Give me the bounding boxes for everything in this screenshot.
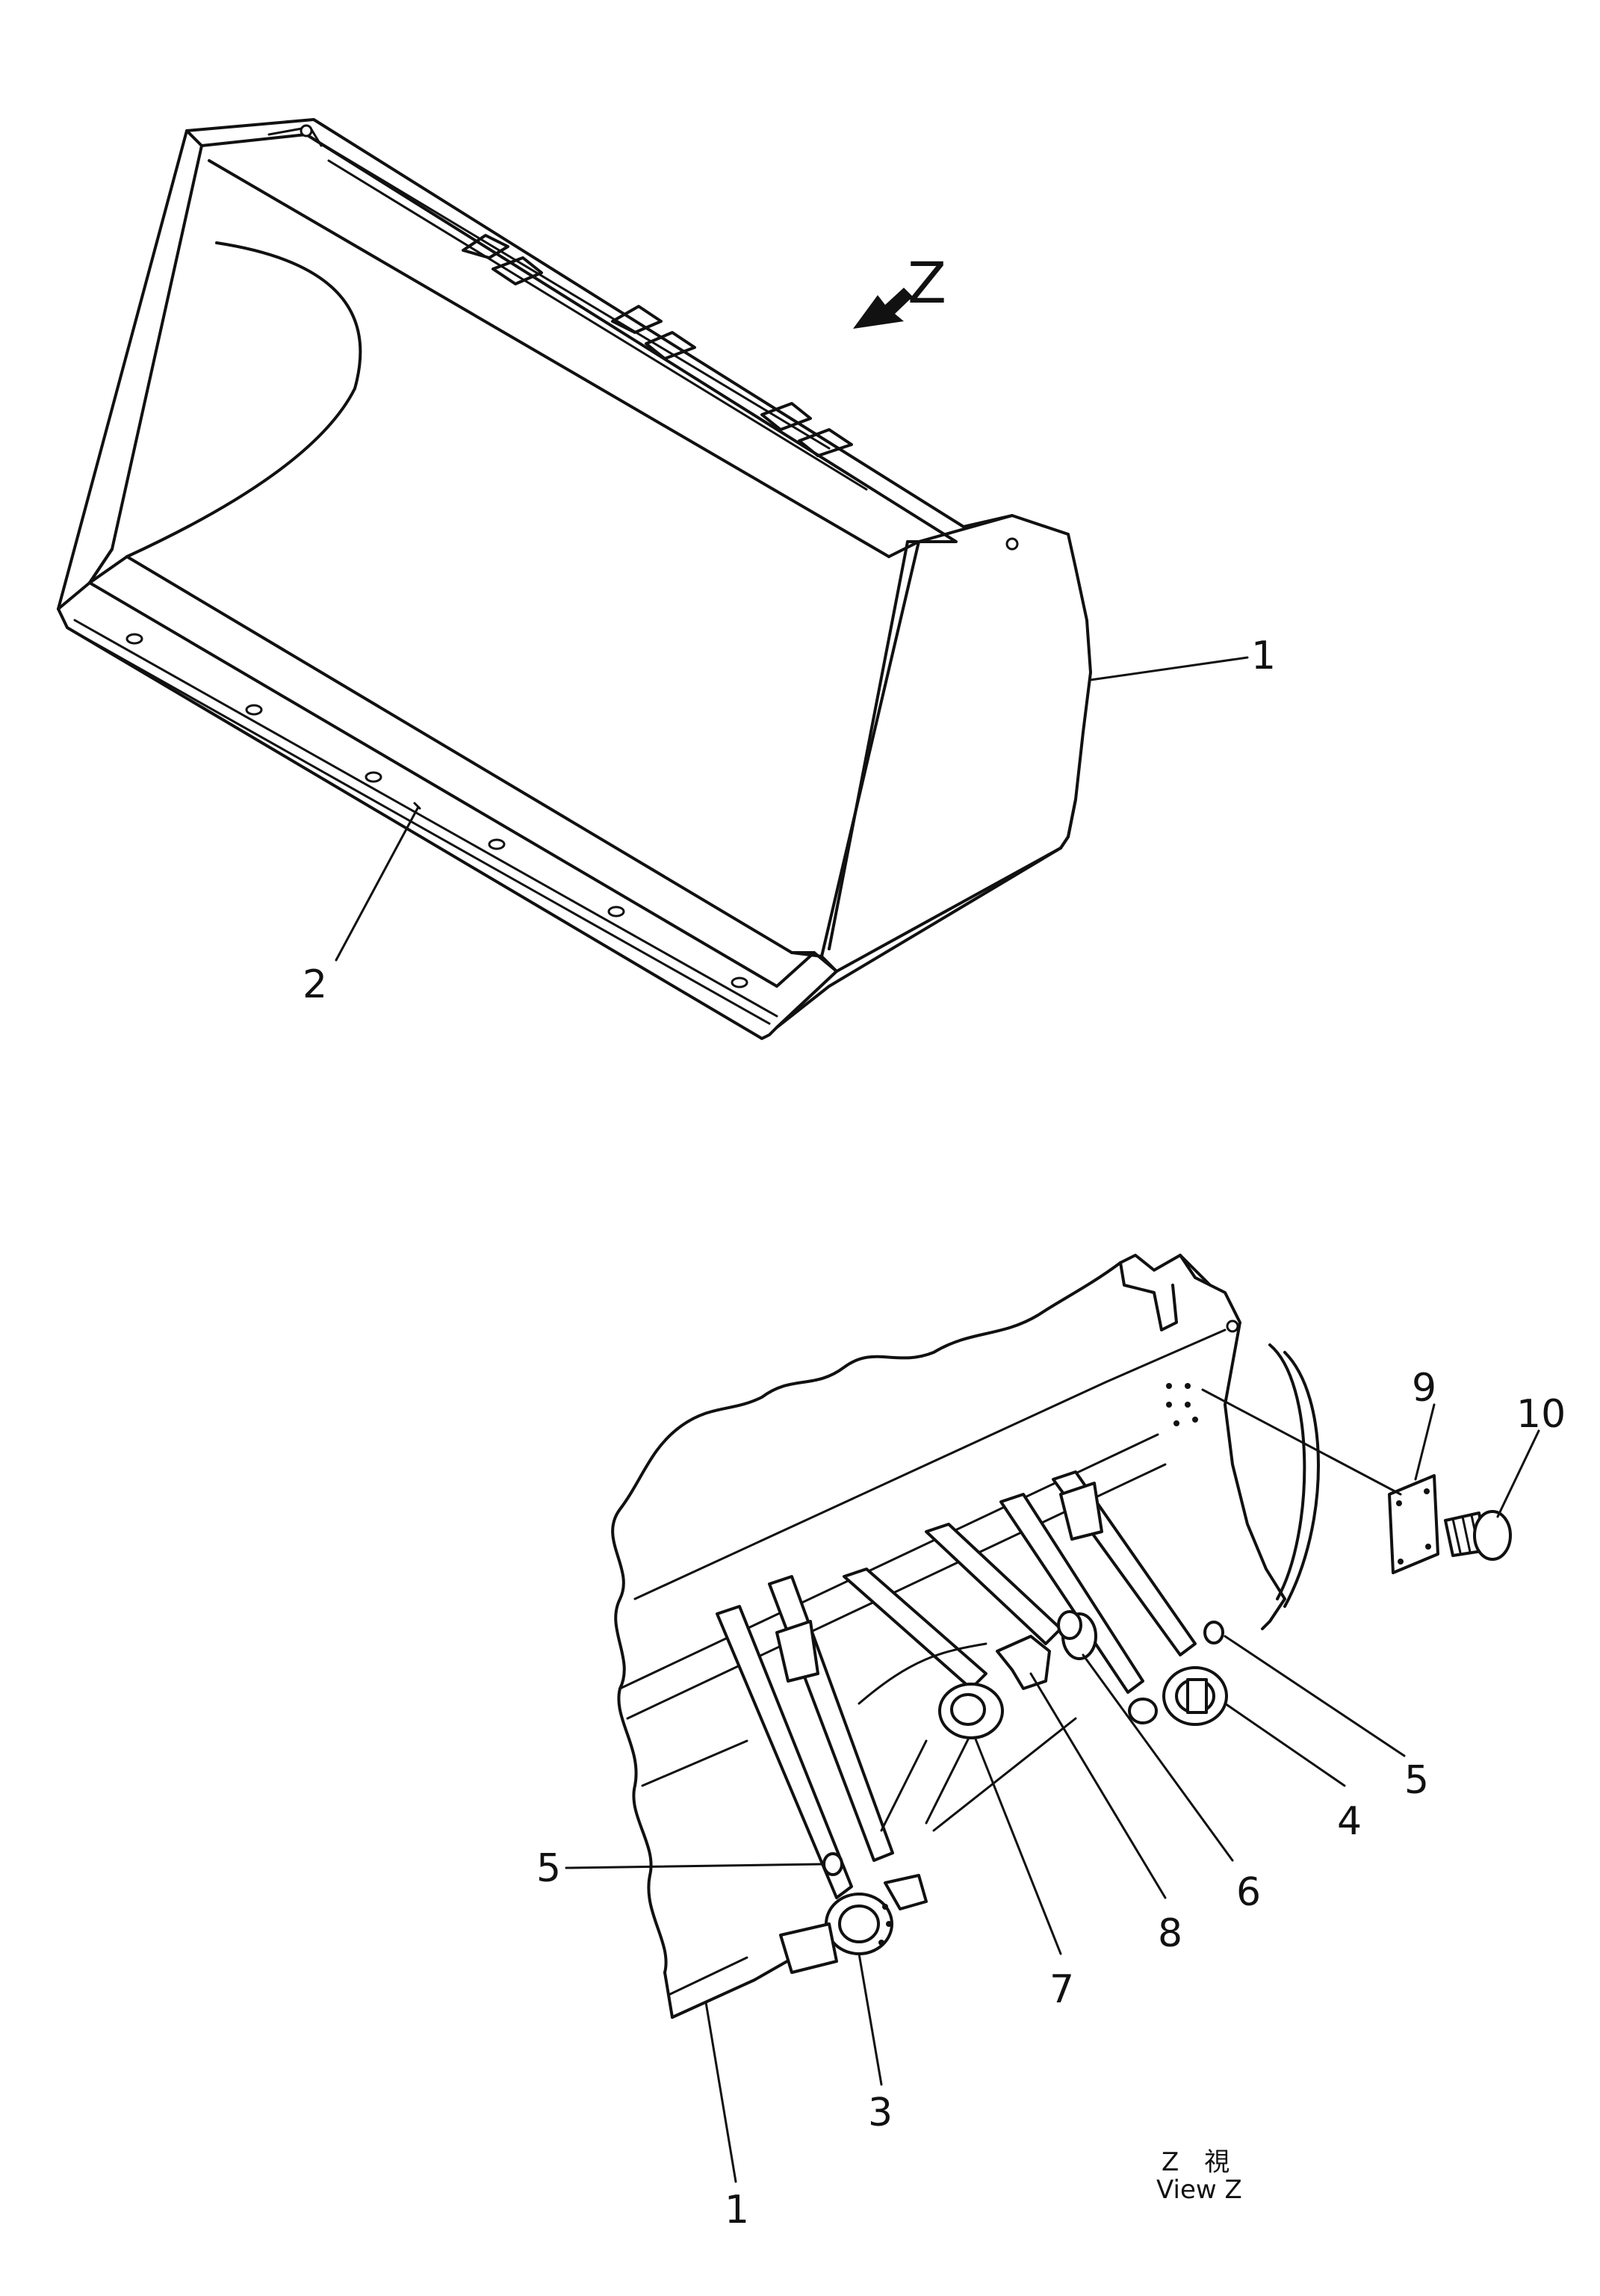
callout-bolt-right: 5 <box>1404 1758 1429 1803</box>
view-label-english: View Z <box>1156 2175 1242 2205</box>
callout-pin-plug: 10 <box>1516 1392 1566 1437</box>
callout-plate: 9 <box>1412 1366 1436 1411</box>
view-letter: Z <box>908 250 946 316</box>
view-arrow-icon <box>853 288 913 329</box>
callout-pin-right: 4 <box>1337 1799 1362 1844</box>
callout-bucket-top: 1 <box>1251 634 1276 678</box>
callout-boss: 7 <box>1049 1967 1074 2012</box>
callout-pin-left: 3 <box>868 2091 893 2135</box>
callout-bushing: 6 <box>1236 1870 1261 1915</box>
top-leaders <box>335 656 1249 962</box>
callout-cutting-edge: 2 <box>303 962 327 1007</box>
view-z-indicator: Z <box>853 250 946 329</box>
callout-bucket-bottom: 1 <box>725 2188 749 2232</box>
bucket-front-view <box>57 118 1092 1040</box>
view-label-japanese: Z 視 <box>1162 2147 1230 2177</box>
bottom-leaders <box>565 1388 1540 2183</box>
callout-bracket: 8 <box>1158 1911 1182 1956</box>
callout-bolt-left: 5 <box>536 1846 561 1891</box>
bucket-rear-view <box>611 1254 1512 2019</box>
